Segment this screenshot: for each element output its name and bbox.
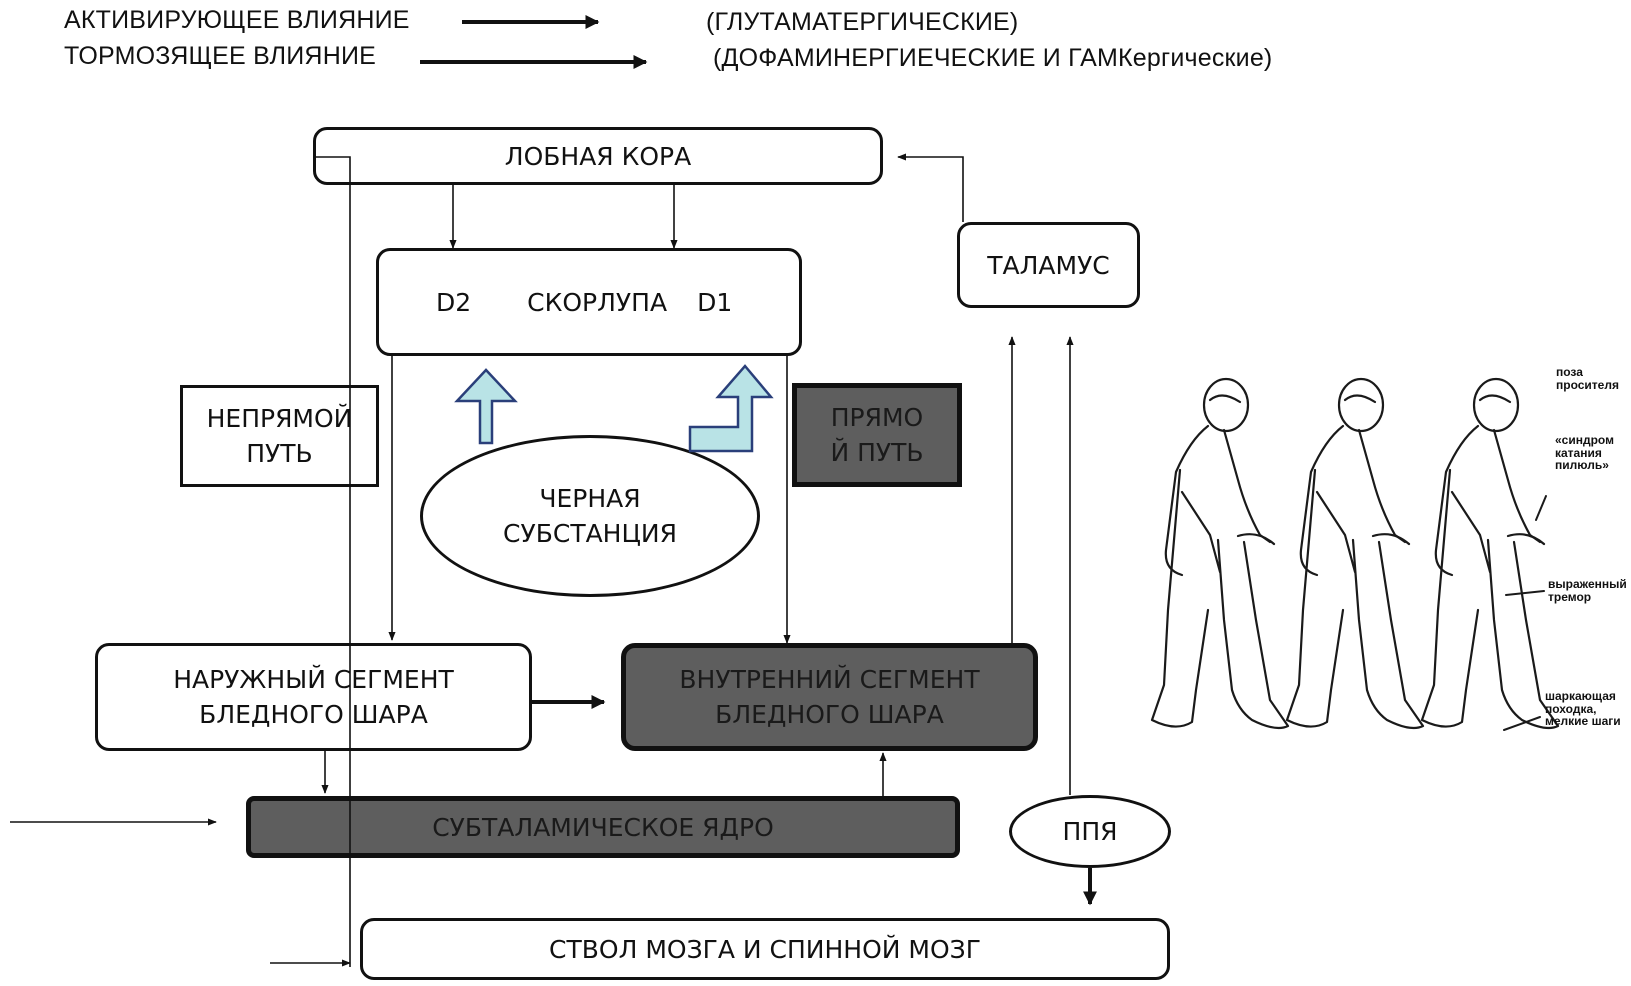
legend-activating-type: (ГЛУТАМАТЕРГИЧЕСКИЕ) bbox=[706, 8, 1019, 36]
gait-label: шаркающая походка, мелкие шаги bbox=[1545, 689, 1621, 729]
dopamine-arrow-d1 bbox=[688, 364, 774, 453]
substantia-nigra-ellipse: ЧЕРНАЯ СУБСТАНЦИЯ bbox=[420, 435, 760, 597]
gpi-label: ВНУТРЕННИЙ СЕГМЕНТ БЛЕДНОГО ШАРА bbox=[679, 665, 980, 729]
pill-rolling-label: «синдром катания пилюль» bbox=[1555, 433, 1614, 473]
stn-box: СУБТАЛАМИЧЕСКОЕ ЯДРО bbox=[246, 796, 960, 858]
substantia-nigra-label: ЧЕРНАЯ СУБСТАНЦИЯ bbox=[503, 484, 677, 548]
putamen-box: D2 СКОРЛУПА D1 bbox=[376, 248, 802, 356]
indirect-path-box: НЕПРЯМОЙ ПУТЬ bbox=[180, 385, 379, 487]
direct-path-label: ПРЯМО Й ПУТЬ bbox=[830, 403, 924, 467]
legend-inhibiting-label: ТОРМОЗЯЩЕЕ ВЛИЯНИЕ bbox=[64, 42, 376, 70]
legend-inhibiting-type: (ДОФАМИНЕРГИЕЧЕСКИЕ И ГАМКергические) bbox=[713, 44, 1273, 72]
direct-path-box: ПРЯМО Й ПУТЬ bbox=[792, 383, 962, 487]
parkinson-figures-illustration bbox=[1150, 377, 1560, 731]
frontal-cortex-box: ЛОБНАЯ КОРА bbox=[313, 127, 883, 185]
putamen-d2-label: D2 bbox=[436, 287, 472, 317]
ppn-label: ППЯ bbox=[1062, 817, 1118, 846]
putamen-label: СКОРЛУПА bbox=[527, 287, 668, 317]
thalamus-label: ТАЛАМУС bbox=[987, 250, 1110, 280]
posture-label: поза просителя bbox=[1556, 365, 1619, 392]
thalamus-box: ТАЛАМУС bbox=[957, 222, 1140, 308]
legend-activating-label: АКТИВИРУЮЩЕЕ ВЛИЯНИЕ bbox=[64, 6, 410, 34]
tremor-label: выраженный тремор bbox=[1548, 577, 1627, 604]
brainstem-box: СТВОЛ МОЗГА И СПИННОЙ МОЗГ bbox=[360, 918, 1170, 980]
ppn-ellipse: ППЯ bbox=[1009, 795, 1171, 868]
putamen-d1-label: D1 bbox=[697, 287, 733, 317]
cortex-to-brainstem-line bbox=[313, 156, 351, 967]
thalamus-to-cortex-arrow bbox=[897, 153, 964, 222]
gpe-label: НАРУЖНЫЙ СЕГМЕНТ БЛЕДНОГО ШАРА bbox=[173, 665, 454, 729]
dopamine-arrow-d2 bbox=[454, 368, 518, 445]
stn-label: СУБТАЛАМИЧЕСКОЕ ЯДРО bbox=[432, 812, 774, 842]
gpe-box: НАРУЖНЫЙ СЕГМЕНТ БЛЕДНОГО ШАРА bbox=[95, 643, 532, 751]
indirect-path-label: НЕПРЯМОЙ ПУТЬ bbox=[206, 404, 353, 468]
gpi-box: ВНУТРЕННИЙ СЕГМЕНТ БЛЕДНОГО ШАРА bbox=[621, 643, 1038, 751]
frontal-cortex-label: ЛОБНАЯ КОРА bbox=[504, 141, 692, 171]
brainstem-label: СТВОЛ МОЗГА И СПИННОЙ МОЗГ bbox=[549, 934, 981, 964]
